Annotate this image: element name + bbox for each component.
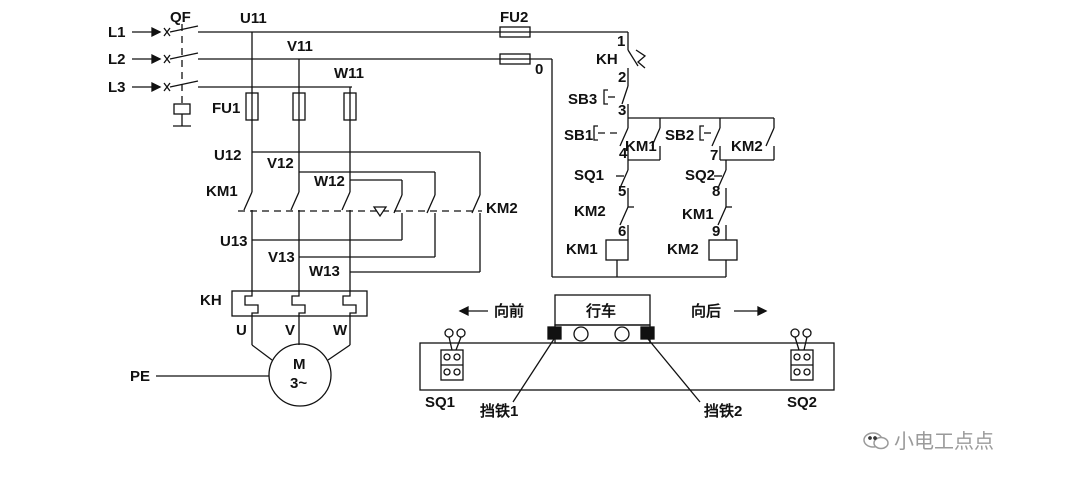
motor-terminal-u: U <box>236 322 247 339</box>
contactor-km1-label: KM1 <box>206 183 238 200</box>
rail <box>419 342 835 391</box>
travel-diagram: 行车 向前 向后 SQ1 SQ2 <box>419 294 835 420</box>
overload-kh-label: KH <box>200 292 222 309</box>
overload-contact-label: KH <box>596 51 618 68</box>
forward-button-label: SB1 <box>564 127 593 144</box>
line-l2-label: L2 <box>108 51 126 68</box>
backward-label: 向后 <box>691 302 721 320</box>
node-8: 8 <box>712 183 720 200</box>
node-1: 1 <box>617 33 625 50</box>
overload-elements <box>244 290 357 318</box>
line-l2-arrowhead <box>151 53 162 65</box>
stopper-right-label: 挡铁2 <box>704 402 742 420</box>
stopper-left-leader <box>512 338 555 403</box>
breaker-label: QF <box>170 9 191 26</box>
fuse-fu2 <box>499 26 531 65</box>
stop-button-label: SB3 <box>568 91 597 108</box>
contactor-km1-contacts <box>243 191 351 225</box>
fuse-fu1-label: FU1 <box>212 100 240 117</box>
breaker-qf <box>163 24 199 127</box>
stopper-right-block <box>640 326 655 340</box>
forward-label: 向前 <box>494 302 524 320</box>
node-7: 7 <box>710 147 718 164</box>
reverse-hold-label: KM2 <box>731 138 763 155</box>
watermark-text: 小电工点点 <box>894 429 994 453</box>
node-u12: U12 <box>214 147 242 164</box>
forward-arrowhead <box>458 305 469 317</box>
interlock-triangle-icon <box>372 206 388 218</box>
limit-reverse-label: SQ2 <box>685 167 715 184</box>
limit-forward-label: SQ1 <box>574 167 604 184</box>
node-4: 4 <box>619 145 628 162</box>
power-circuit: L1 L2 L3 QF U11 V11 W11 <box>108 9 518 407</box>
reverse-hold-contact <box>720 127 775 161</box>
wechat-icon <box>863 432 889 450</box>
limit-right-label: SQ2 <box>787 394 817 411</box>
motor-label: M <box>293 356 306 373</box>
node-u13: U13 <box>220 233 248 250</box>
stopper-right-leader <box>647 338 701 403</box>
breaker-contact-x-1 <box>163 27 171 37</box>
node-w11: W11 <box>334 65 364 82</box>
limit-reverse-contact <box>714 160 727 200</box>
limit-forward-contact <box>616 160 629 200</box>
line-l1-label: L1 <box>108 24 126 41</box>
node-u11: U11 <box>240 10 267 27</box>
limit-switch-left-icon <box>440 328 466 381</box>
watermark: 小电工点点 <box>862 425 994 454</box>
fuse-fu1 <box>245 92 357 121</box>
node-5: 5 <box>618 183 626 200</box>
node-0: 0 <box>535 61 543 78</box>
motor-terminal-v: V <box>285 322 295 339</box>
node-2: 2 <box>618 69 626 86</box>
node-v11: V11 <box>287 38 313 55</box>
fuse-fu2-label: FU2 <box>500 9 528 26</box>
cart-label: 行车 <box>585 302 616 320</box>
stopper-left-label: 挡铁1 <box>480 402 518 420</box>
forward-hold-contact <box>628 127 661 161</box>
control-circuit: FU2 0 1 KH 2 SB3 3 SB <box>499 9 775 278</box>
node-w13: W13 <box>309 263 340 280</box>
coil-reverse-label: KM2 <box>667 241 699 258</box>
cart-wheel-right <box>614 326 630 342</box>
cart-base <box>554 324 651 344</box>
interlock-forward-contact <box>619 200 634 240</box>
contactor-km2-contacts <box>393 194 481 272</box>
motor-phase: 3~ <box>290 375 307 392</box>
line-l3-arrowhead <box>151 81 162 93</box>
stop-button[interactable] <box>603 85 629 118</box>
node-9: 9 <box>712 223 720 240</box>
coil-forward-label: KM1 <box>566 241 598 258</box>
interlock-reverse-contact <box>717 200 732 240</box>
limit-switch-right-icon <box>790 328 814 381</box>
interlock-forward-label: KM2 <box>574 203 606 220</box>
backward-arrowhead <box>757 305 768 317</box>
ground-pe-label: PE <box>130 368 150 385</box>
stopper-left-block <box>547 326 562 340</box>
coil-forward <box>605 239 629 261</box>
breaker-contact-x-3 <box>163 82 171 92</box>
breaker-contact-x-2 <box>163 54 171 64</box>
forward-hold-label: KM1 <box>625 138 657 155</box>
overload-contact <box>627 49 647 86</box>
node-v13: V13 <box>268 249 295 266</box>
limit-left-label: SQ1 <box>425 394 455 411</box>
node-6: 6 <box>618 223 626 240</box>
coil-reverse <box>708 239 738 261</box>
motor-terminal-w: W <box>333 322 348 339</box>
reverse-button[interactable] <box>699 125 721 160</box>
line-l1-arrowhead <box>151 26 162 38</box>
contactor-km2-label: KM2 <box>486 200 518 217</box>
node-w12: W12 <box>314 173 345 190</box>
reverse-button-label: SB2 <box>665 127 694 144</box>
line-l3-label: L3 <box>108 79 126 96</box>
node-3: 3 <box>618 102 626 119</box>
interlock-reverse-label: KM1 <box>682 206 714 223</box>
node-v12: V12 <box>267 155 294 172</box>
cart-wheel-left <box>573 326 589 342</box>
forward-button[interactable] <box>593 125 629 160</box>
motor-icon <box>268 343 332 407</box>
